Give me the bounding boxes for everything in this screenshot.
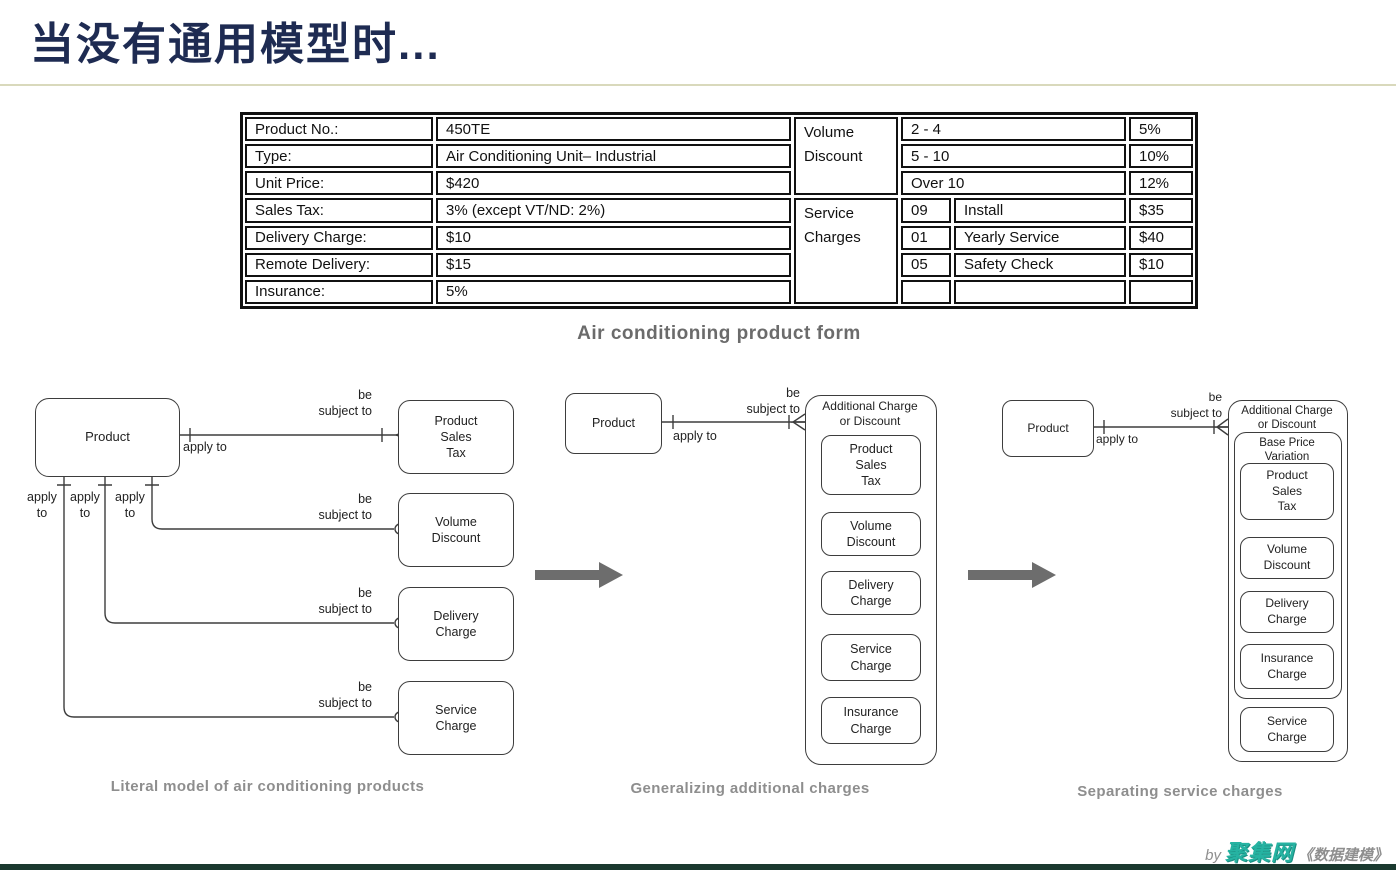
form-label: Sales Tax: xyxy=(245,198,433,223)
form-value: 450TE xyxy=(436,117,791,142)
diagram-caption: Generalizing additional charges xyxy=(630,780,870,797)
be-subject-to-label: be subject to xyxy=(318,492,372,523)
entity-product-sales-tax: Product Sales Tax xyxy=(821,435,921,495)
product-form-table: Product No.: 450TE Type: Air Conditionin… xyxy=(240,112,1198,309)
service-charges-label: Service Charges xyxy=(794,198,898,304)
form-label: Type: xyxy=(245,144,433,169)
service-name-empty xyxy=(954,279,1126,304)
form-value: Air Conditioning Unit– Industrial xyxy=(436,144,791,169)
apply-to-label: apply to xyxy=(1096,432,1139,446)
entity-insurance-charge: Insurance Charge xyxy=(1240,644,1334,689)
discount-range: 5 - 10 xyxy=(901,144,1126,169)
form-label: Remote Delivery: xyxy=(245,252,433,277)
form-label: Delivery Charge: xyxy=(245,225,433,250)
apply-to-label: apply to xyxy=(115,490,145,521)
entity-service-charge: Service Charge xyxy=(398,681,514,755)
form-value: $10 xyxy=(436,225,791,250)
be-subject-to-label: be subject to xyxy=(318,388,372,419)
bottom-bar xyxy=(0,864,1396,870)
service-code: 01 xyxy=(901,225,951,250)
service-price: $40 xyxy=(1129,225,1193,250)
container-label: Base Price Variation xyxy=(1259,437,1315,464)
entity-delivery-charge: Delivery Charge xyxy=(1240,591,1334,633)
discount-pct: 10% xyxy=(1129,144,1193,169)
footer-brand-logo: 聚集网 xyxy=(1224,840,1294,865)
diagram-separating-service: Product apply to be subject to Additiona… xyxy=(990,385,1396,815)
entity-volume-discount: Volume Discount xyxy=(398,493,514,567)
apply-to-label: apply to xyxy=(27,490,57,521)
footer-book-title: 《数据建模》 xyxy=(1297,847,1388,864)
discount-pct: 5% xyxy=(1129,117,1193,142)
be-subject-to-label: be subject to xyxy=(318,680,372,711)
entity-product: Product xyxy=(1002,400,1094,457)
entity-volume-discount: Volume Discount xyxy=(821,512,921,556)
entity-service-charge: Service Charge xyxy=(1240,707,1334,752)
apply-to-label: apply to xyxy=(183,440,227,454)
form-value: 5% xyxy=(436,279,791,304)
apply-to-label: apply to xyxy=(673,429,717,443)
form-label: Unit Price: xyxy=(245,171,433,196)
footer-by: by xyxy=(1205,847,1221,864)
diagram-literal-model: Product Product Sales Tax Volume Discoun… xyxy=(20,385,520,815)
arrow-right-icon xyxy=(535,562,623,588)
be-subject-to-label: be subject to xyxy=(1170,390,1222,420)
arrow-right-icon xyxy=(968,562,1056,588)
form-value: $15 xyxy=(436,252,791,277)
service-name: Yearly Service xyxy=(954,225,1126,250)
diagram-generalizing-charges: Product apply to be subject to Additiona… xyxy=(545,385,945,815)
discount-range: 2 - 4 xyxy=(901,117,1126,142)
product-form-right: Volume Discount 2 - 4 5% 5 - 10 10% Over… xyxy=(794,117,1193,304)
diagram-caption: Literal model of air conditioning produc… xyxy=(110,778,425,795)
relationship-lines xyxy=(1092,418,1229,436)
relationship-lines xyxy=(660,413,806,431)
entity-volume-discount: Volume Discount xyxy=(1240,537,1334,579)
service-price-empty xyxy=(1129,279,1193,304)
footer-credit: by 聚集网 《数据建模》 xyxy=(1205,835,1388,867)
page-title: 当没有通用模型时... xyxy=(30,20,441,69)
entity-product-sales-tax: Product Sales Tax xyxy=(398,400,514,474)
form-label: Product No.: xyxy=(245,117,433,142)
service-price: $10 xyxy=(1129,252,1193,277)
entity-insurance-charge: Insurance Charge xyxy=(821,697,921,744)
form-caption: Air conditioning product form xyxy=(577,323,861,344)
container-label: Additional Charge or Discount xyxy=(1241,405,1333,432)
title-divider xyxy=(0,84,1396,86)
entity-service-charge: Service Charge xyxy=(821,634,921,681)
container-label: Additional Charge or Discount xyxy=(822,399,918,428)
entity-delivery-charge: Delivery Charge xyxy=(821,571,921,615)
entity-product: Product xyxy=(35,398,180,477)
service-price: $35 xyxy=(1129,198,1193,223)
service-code: 05 xyxy=(901,252,951,277)
discount-pct: 12% xyxy=(1129,171,1193,196)
diagram-caption: Separating service charges xyxy=(1077,783,1283,800)
form-value: $420 xyxy=(436,171,791,196)
service-code: 09 xyxy=(901,198,951,223)
be-subject-to-label: be subject to xyxy=(746,386,800,417)
entity-product: Product xyxy=(565,393,662,454)
service-code-empty xyxy=(901,279,951,304)
service-name: Safety Check xyxy=(954,252,1126,277)
form-label: Insurance: xyxy=(245,279,433,304)
apply-to-label: apply to xyxy=(70,490,100,521)
entity-product-sales-tax: Product Sales Tax xyxy=(1240,463,1334,520)
form-value: 3% (except VT/ND: 2%) xyxy=(436,198,791,223)
be-subject-to-label: be subject to xyxy=(318,586,372,617)
discount-range: Over 10 xyxy=(901,171,1126,196)
product-form-left: Product No.: 450TE Type: Air Conditionin… xyxy=(245,117,791,304)
service-name: Install xyxy=(954,198,1126,223)
entity-delivery-charge: Delivery Charge xyxy=(398,587,514,661)
volume-discount-label: Volume Discount xyxy=(794,117,898,196)
